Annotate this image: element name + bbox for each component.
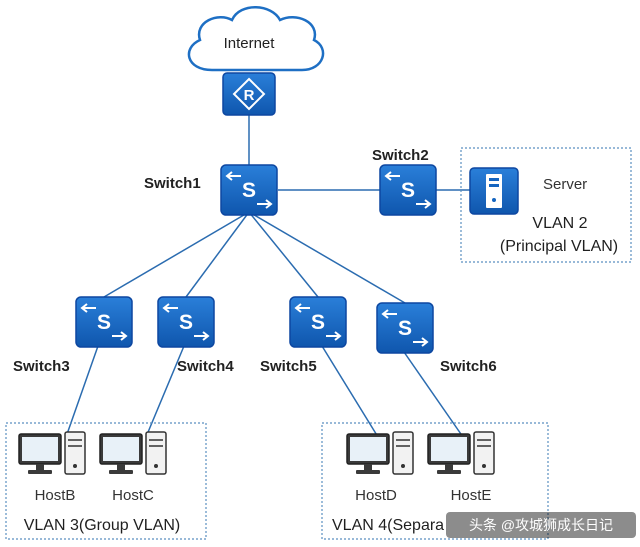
switch1-label: Switch1 — [144, 175, 201, 192]
hostc-icon — [99, 431, 167, 475]
hostd-icon — [346, 431, 414, 475]
hostd-label: HostD — [355, 487, 397, 504]
switch1-icon — [220, 164, 278, 216]
hoste-icon — [427, 431, 495, 475]
switch5-label: Switch5 — [260, 358, 317, 375]
vlan-principal-line1: VLAN 2 — [532, 215, 587, 232]
link-switch1-switch3 — [103, 211, 250, 298]
hoste-label: HostE — [451, 487, 492, 504]
vlan-principal-box — [460, 147, 632, 263]
switch6-label: Switch6 — [440, 358, 497, 375]
router-icon: R — [222, 72, 276, 116]
vlan-separate-box — [321, 422, 549, 540]
switch3-icon — [75, 296, 133, 348]
switch4-icon — [157, 296, 215, 348]
watermark-text: 头条 @攻城狮成长日记 — [469, 517, 613, 533]
links — [65, 115, 470, 438]
switch3-label: Switch3 — [13, 358, 70, 375]
vlan-principal-line2: (Principal VLAN) — [500, 238, 618, 255]
link-switch4-hostc — [145, 345, 185, 438]
cloud-label: Internet — [224, 35, 276, 52]
cloud-icon — [187, 6, 325, 72]
switch2-label: Switch2 — [372, 147, 429, 164]
link-switch5-hostd — [321, 345, 379, 438]
link-switch1-switch4 — [185, 211, 250, 298]
server-label: Server — [543, 176, 587, 193]
switch4-label: Switch4 — [177, 358, 234, 375]
link-switch1-switch5 — [248, 211, 319, 298]
hostb-label: HostB — [35, 487, 76, 504]
hostb-icon — [18, 431, 86, 475]
server-icon — [469, 167, 519, 215]
watermark: 头条 @攻城狮成长日记 — [446, 512, 636, 538]
link-switch1-switch6 — [248, 211, 406, 304]
switch5-icon — [289, 296, 347, 348]
vlan-group-box — [5, 422, 207, 540]
vlan-separate-label: VLAN 4(Separa — [332, 517, 444, 534]
router-letter: R — [244, 87, 255, 104]
vlan-group-label: VLAN 3(Group VLAN) — [24, 517, 181, 534]
hostc-label: HostC — [112, 487, 154, 504]
switch2-icon — [379, 164, 437, 216]
switch6-icon — [376, 302, 434, 354]
link-switch6-hoste — [403, 351, 464, 438]
link-switch3-hostb — [65, 345, 99, 438]
